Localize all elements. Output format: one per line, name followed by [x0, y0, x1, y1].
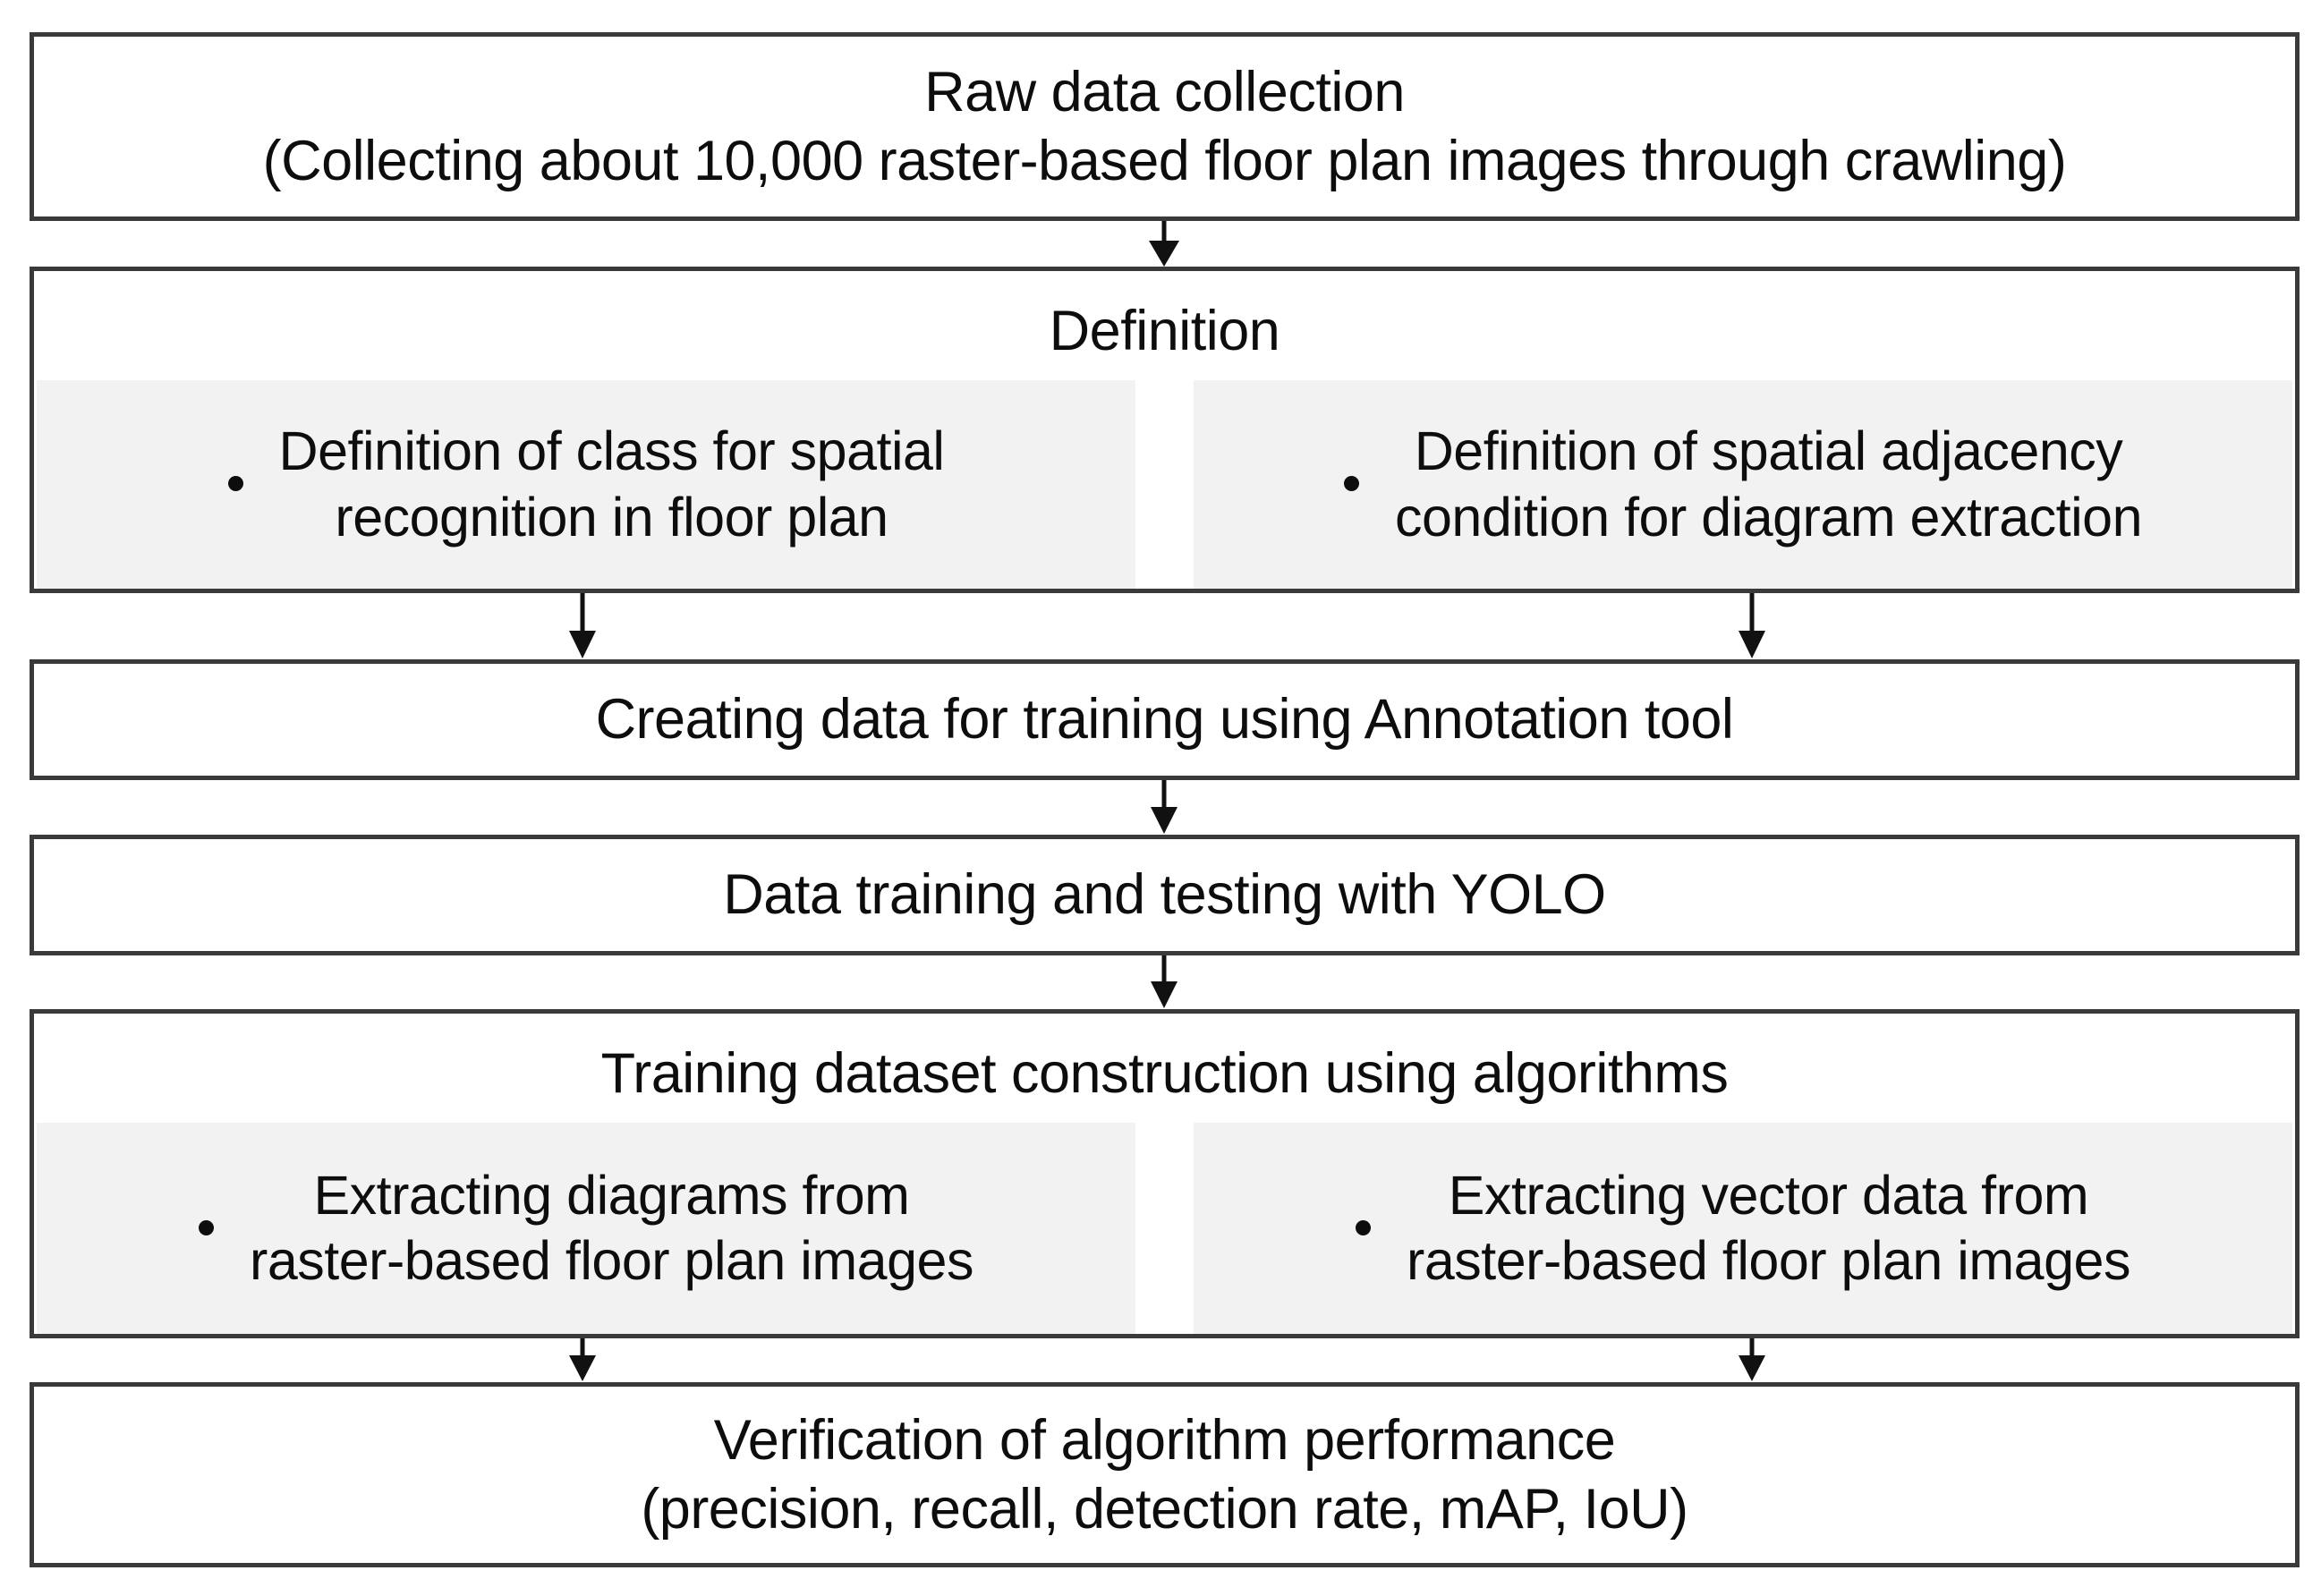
bullet-icon: [1356, 1219, 1372, 1235]
arrow-raw-to-definition: [1143, 221, 1185, 267]
node-creating-training-data-title: Creating data for training using Annotat…: [595, 688, 1734, 751]
node-data-training-testing-title: Data training and testing with YOLO: [723, 863, 1606, 927]
subpanel-definition-class-text: Definition of class for spatial recognit…: [278, 420, 945, 548]
subpanel-extract-vector-data-text: Extracting vector data from raster-based…: [1407, 1164, 2130, 1292]
bullet-icon: [1343, 476, 1359, 492]
subpanel-definition-adjacency[interactable]: Definition of spatial adjacency conditio…: [1194, 380, 2292, 589]
definition-subpanels: Definition of class for spatial recognit…: [34, 380, 2295, 589]
node-definition-title: Definition: [1049, 300, 1280, 362]
node-training-dataset-construction-title: Training dataset construction using algo…: [600, 1042, 1729, 1105]
node-verification-title: Verification of algorithm performance (p…: [641, 1408, 1688, 1541]
subpanel-definition-adjacency-text: Definition of spatial adjacency conditio…: [1394, 420, 2143, 548]
subpanel-extract-diagrams[interactable]: Extracting diagrams from raster-based fl…: [37, 1123, 1135, 1334]
node-data-training-testing[interactable]: Data training and testing with YOLO: [30, 835, 2300, 955]
node-creating-training-data[interactable]: Creating data for training using Annotat…: [30, 659, 2300, 780]
node-raw-data-collection[interactable]: Raw data collection (Collecting about 10…: [30, 32, 2300, 221]
subpanel-extract-diagrams-text: Extracting diagrams from raster-based fl…: [250, 1164, 973, 1292]
bullet-icon: [227, 476, 243, 492]
node-training-dataset-construction[interactable]: Training dataset construction using algo…: [30, 1009, 2300, 1338]
node-verification[interactable]: Verification of algorithm performance (p…: [30, 1382, 2300, 1567]
arrow-creating-to-training: [1143, 780, 1185, 835]
node-definition[interactable]: Definition Definition of class for spati…: [30, 267, 2300, 593]
arrow-definition-left-to-creating: [562, 593, 603, 659]
construction-subpanels: Extracting diagrams from raster-based fl…: [34, 1123, 2295, 1334]
subpanel-extract-vector-data[interactable]: Extracting vector data from raster-based…: [1194, 1123, 2292, 1334]
arrow-definition-right-to-creating: [1731, 593, 1773, 659]
node-raw-data-collection-title: Raw data collection (Collecting about 10…: [262, 60, 2067, 192]
bullet-icon: [199, 1219, 215, 1235]
arrow-training-to-construction: [1143, 955, 1185, 1009]
subpanel-definition-class[interactable]: Definition of class for spatial recognit…: [37, 380, 1135, 589]
arrow-construction-left-to-verification: [562, 1338, 603, 1382]
arrow-construction-right-to-verification: [1731, 1338, 1773, 1382]
